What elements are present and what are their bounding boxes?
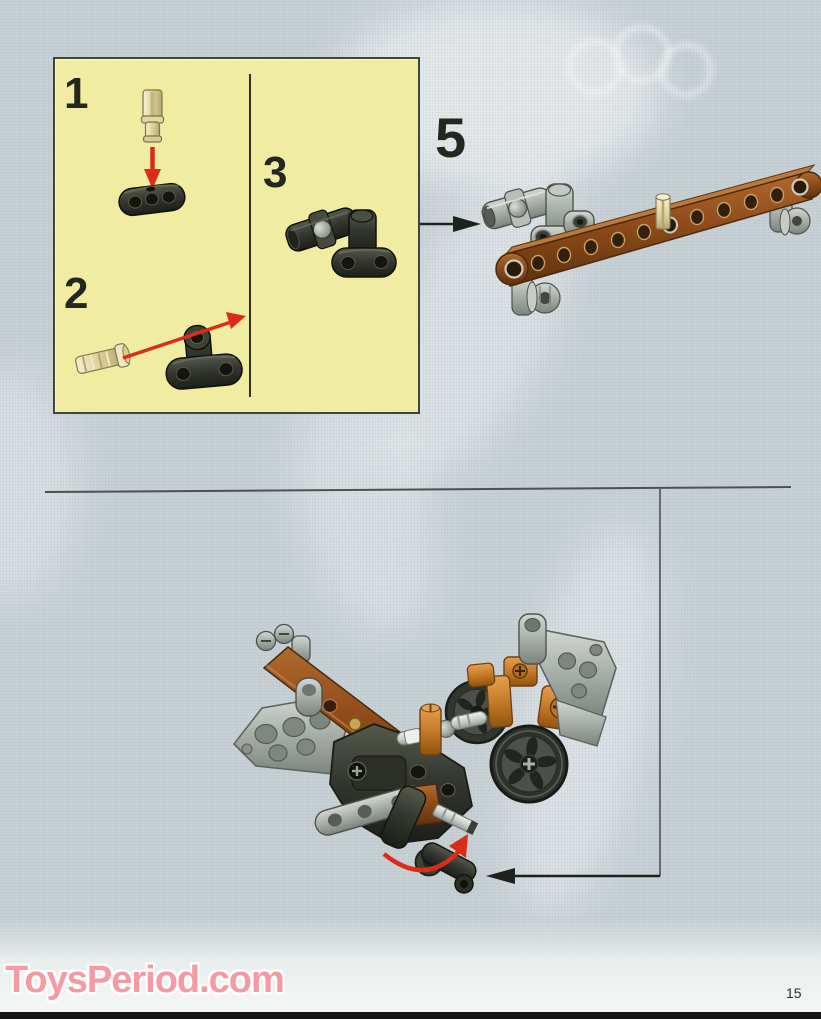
model-brown-beam-upper (262, 646, 461, 800)
step-5-number: 5 (435, 106, 466, 169)
model-left-wing-panel (232, 695, 348, 775)
step5-tan-axle (655, 193, 671, 230)
scan-edge-bar (0, 1012, 821, 1019)
page-number: 15 (786, 985, 802, 1001)
callout-to-step5-arrow (420, 216, 481, 232)
watermark-text: ToysPeriod.com (5, 959, 285, 1001)
horizontal-divider-line (44, 486, 792, 493)
model-orange-connectors (419, 656, 588, 756)
step5-assembly-illustration (481, 164, 821, 316)
model-gray-upright (518, 613, 547, 665)
step-2-number: 2 (64, 269, 89, 318)
step-3-number: 3 (263, 148, 288, 197)
model-right-wing-panel (538, 629, 617, 720)
step5-left-pulleys (511, 277, 561, 316)
model-silver-axle (396, 710, 488, 746)
main-model-illustration (232, 613, 660, 894)
model-lower-gray-beam (314, 785, 425, 836)
model-right-lower-gray (555, 698, 607, 747)
callout-box (53, 57, 420, 414)
ghost-artwork-circle (658, 42, 714, 98)
model-brown-beam-lower (403, 783, 443, 827)
model-center-gearbox (329, 723, 473, 845)
guide-to-model-arrow (486, 868, 660, 884)
step-1-number: 1 (64, 69, 89, 118)
model-front-wheel (489, 724, 569, 804)
step5-brown-beam (495, 164, 821, 287)
ghost-artwork-circle (566, 38, 624, 96)
ghost-artwork-swirl (479, 510, 691, 930)
model-back-wheel (444, 679, 510, 745)
model-gray-hook (295, 677, 323, 717)
model-pivot-arm (380, 785, 479, 894)
model-rotation-red-arrow (382, 834, 468, 873)
ghost-artwork-circle (612, 24, 672, 84)
step5-right-pulleys (769, 177, 819, 236)
